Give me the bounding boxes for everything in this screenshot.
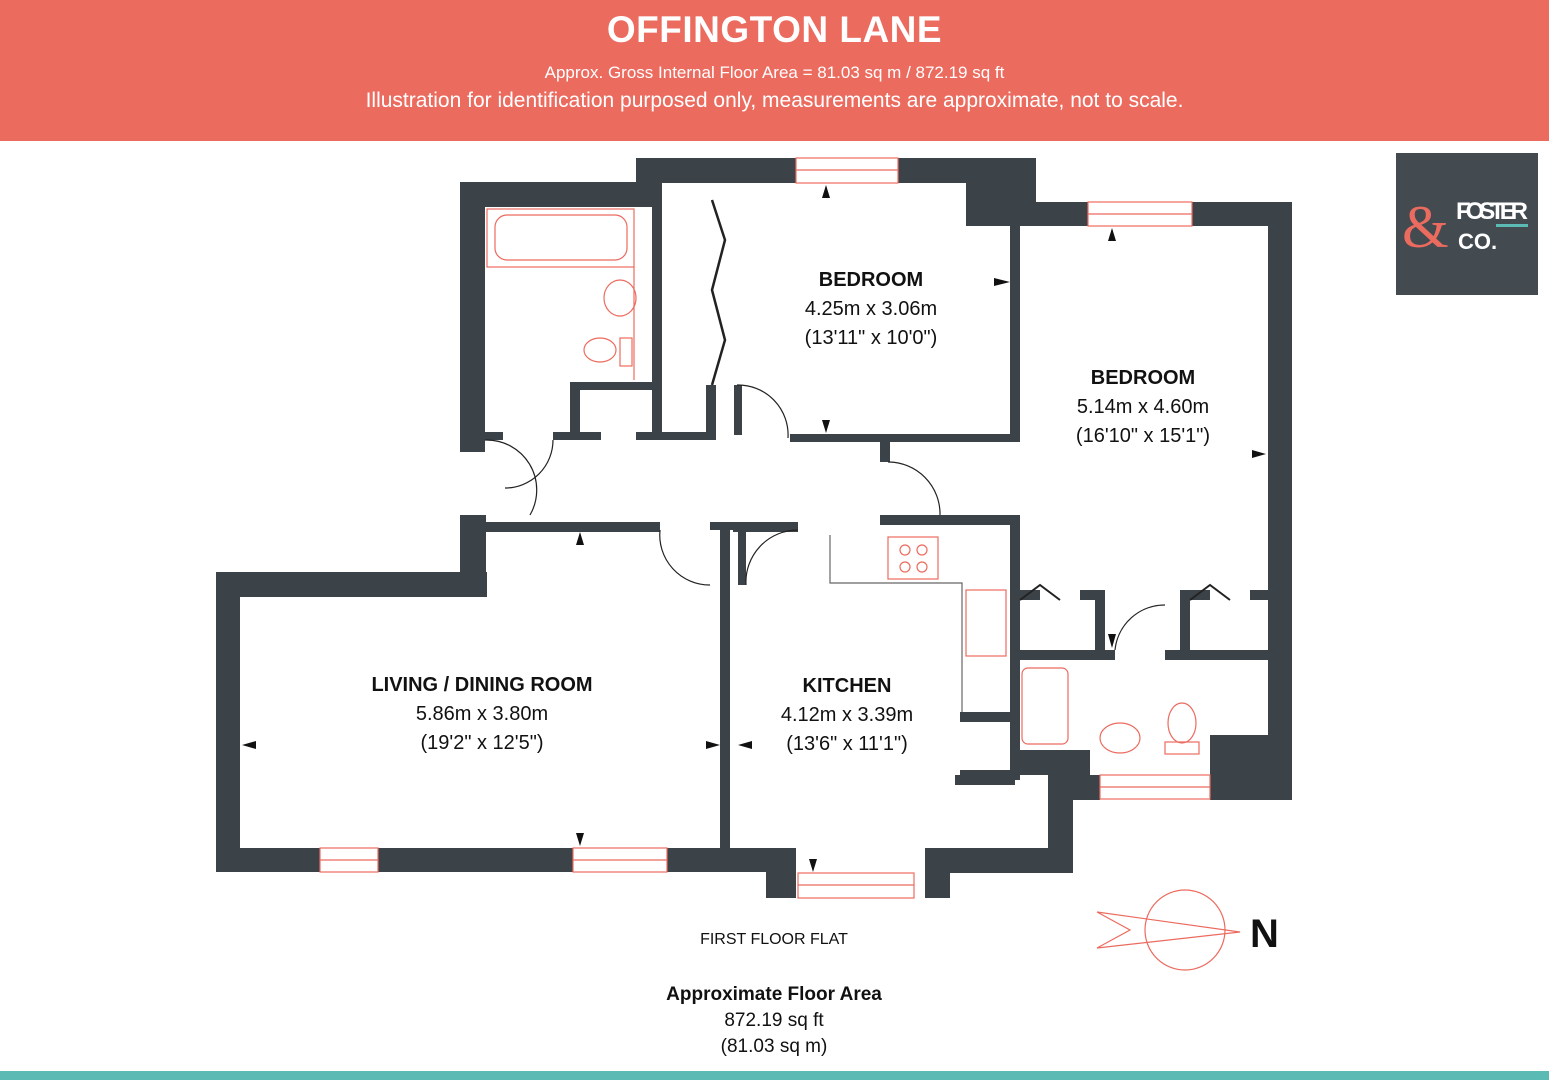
room-name: BEDROOM: [818, 269, 924, 291]
room-metric: 4.12m x 3.39m: [780, 704, 914, 726]
fixtures: [486, 208, 1200, 755]
bath: [486, 208, 635, 268]
property-title: OFFINGTON LANE: [606, 9, 943, 50]
floor-area-summary: Approximate Floor Area 872.19 sq ft (81.…: [666, 982, 882, 1060]
room-imperial: (16'10" x 15'1"): [1075, 425, 1211, 447]
area-sqm: (81.03 sq m): [720, 1036, 828, 1057]
room-name: KITCHEN: [802, 675, 892, 697]
logo-text-top: FOSTER: [1456, 198, 1528, 225]
room-bedroom-1: BEDROOM 4.25m x 3.06m (13'11" x 10'0"): [805, 266, 938, 353]
room-metric: 5.86m x 3.80m: [415, 703, 549, 725]
hob: [887, 536, 939, 580]
room-metric: 5.14m x 4.60m: [1076, 396, 1210, 418]
room-imperial: (13'6" x 11'1"): [786, 733, 908, 755]
room-imperial: (19'2" x 12'5"): [420, 732, 544, 754]
area-heading: Approximate Floor Area: [666, 984, 882, 1005]
header-banner: OFFINGTON LANE Approx. Gross Internal Fl…: [0, 0, 1549, 141]
logo-ampersand: &: [1402, 194, 1449, 260]
compass-icon: [1096, 889, 1241, 971]
room-living-dining: LIVING / DINING ROOM 5.86m x 3.80m (19'2…: [371, 671, 592, 758]
room-bedroom-2: BEDROOM 5.14m x 4.60m (16'10" x 15'1"): [1076, 364, 1210, 451]
doors: [484, 199, 1231, 651]
room-imperial: (13'11" x 10'0"): [804, 327, 938, 349]
toilet: [583, 337, 617, 363]
basin: [603, 279, 637, 317]
shower: [1021, 667, 1069, 745]
gross-area-text: Approx. Gross Internal Floor Area = 81.0…: [544, 63, 1005, 82]
measurement-markers: [242, 185, 1266, 872]
room-metric: 4.25m x 3.06m: [804, 298, 938, 320]
logo-text-bottom: CO.: [1458, 229, 1497, 254]
sink: [965, 589, 1007, 657]
windows: [319, 157, 1211, 899]
disclaimer-text: Illustration for identification purposed…: [365, 89, 1184, 112]
floor-label: FIRST FLOOR FLAT: [700, 931, 848, 948]
room-name: LIVING / DINING ROOM: [371, 674, 593, 696]
room-kitchen: KITCHEN 4.12m x 3.39m (13'6" x 11'1"): [781, 672, 913, 759]
foster-co-logo: & FOSTER CO.: [1396, 153, 1538, 295]
north-label: N: [1250, 912, 1279, 956]
footer-accent-bar: [0, 1071, 1549, 1080]
room-name: BEDROOM: [1090, 367, 1196, 389]
ensuite-basin: [1099, 722, 1141, 754]
ensuite-toilet: [1167, 702, 1197, 744]
area-sqft: 872.19 sq ft: [724, 1010, 824, 1031]
